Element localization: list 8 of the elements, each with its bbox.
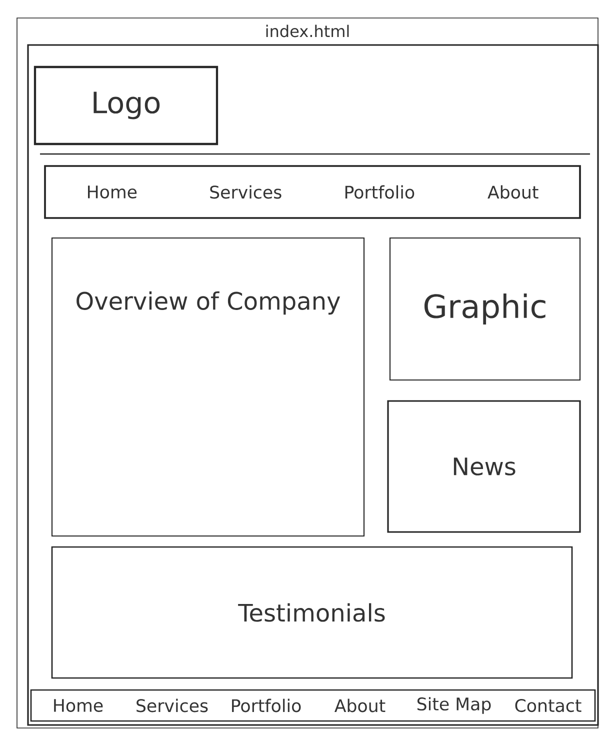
footer-bar: Home Services Portfolio About Site Map Contact — [30, 689, 596, 722]
navigation-bar: Home Services Portfolio About — [44, 165, 581, 219]
image-placeholder-box: Logo — [34, 66, 218, 146]
content-box: Overview of Company — [51, 237, 365, 537]
graphic-box: Graphic — [389, 237, 581, 381]
page-title: index.html — [266, 24, 349, 38]
news-box: News — [387, 400, 581, 533]
testimonials-box: Testimonials — [51, 546, 573, 679]
